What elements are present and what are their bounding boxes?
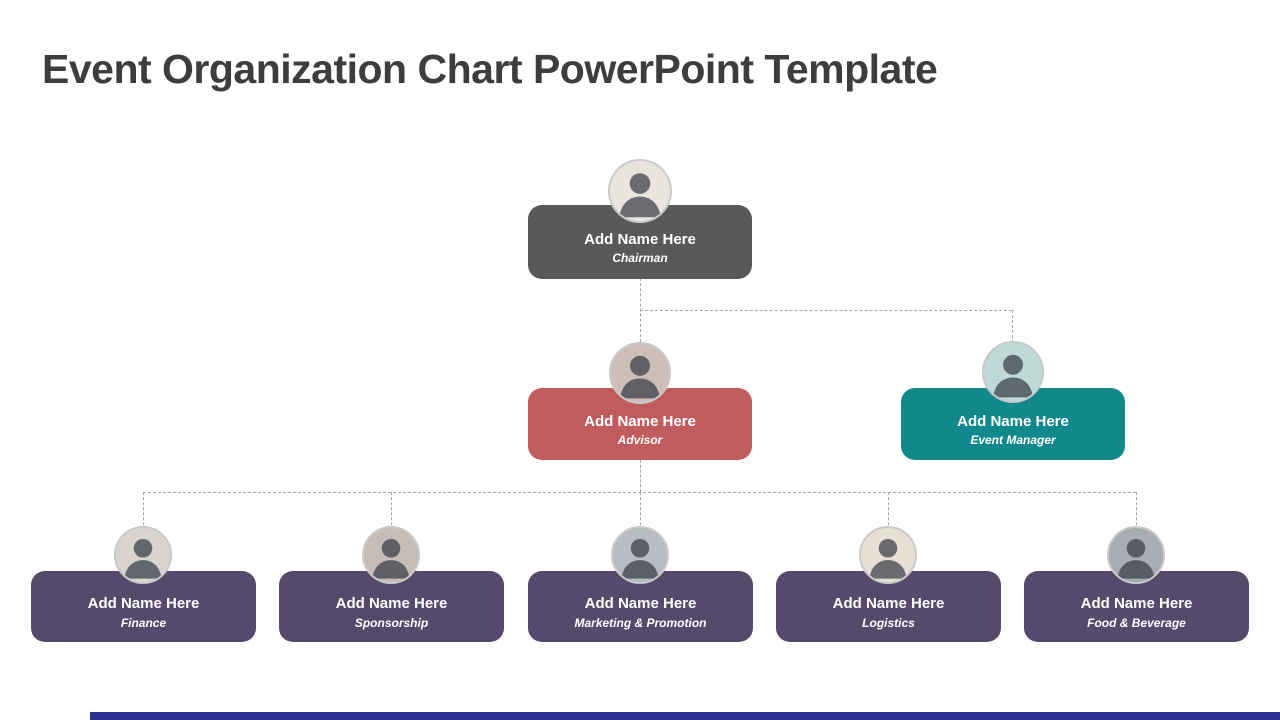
node-role: Sponsorship [354,615,429,630]
connector-line [640,310,1012,311]
person-icon [1117,538,1155,579]
node-role: Food & Beverage [1087,615,1186,630]
person-icon [620,355,660,399]
node-role: Event Manager [970,433,1056,448]
org-node-logistics[interactable]: Add Name Here Logistics [776,571,1001,642]
node-name: Add Name Here [87,595,200,613]
connector-line [640,460,641,492]
connector-line [143,492,1136,493]
logistics-avatar [859,526,917,584]
node-name: Add Name Here [584,595,697,613]
chairman-avatar [608,159,672,223]
person-icon [621,538,659,579]
footer-accent-bar [90,712,1280,720]
person-icon [124,538,162,579]
node-name: Add Name Here [335,595,448,613]
node-name: Add Name Here [584,230,696,248]
finance-avatar [114,526,172,584]
marketing-promotion-avatar [611,526,669,584]
node-name: Add Name Here [832,595,945,613]
node-role: Chairman [612,251,668,266]
food-beverage-avatar [1107,526,1165,584]
node-role: Finance [120,615,167,630]
sponsorship-avatar [362,526,420,584]
person-icon [619,173,661,218]
person-icon [869,538,907,579]
person-icon [372,538,410,579]
node-role: Advisor [617,433,663,448]
node-name: Add Name Here [584,412,696,430]
connector-line [640,278,641,388]
node-name: Add Name Here [957,412,1069,430]
event-manager-avatar [982,341,1044,403]
page-title: Event Organization Chart PowerPoint Temp… [42,46,938,92]
advisor-avatar [609,342,671,404]
person-icon [993,354,1033,398]
node-role: Marketing & Promotion [574,615,707,630]
node-name: Add Name Here [1080,595,1193,613]
node-role: Logistics [862,615,915,630]
